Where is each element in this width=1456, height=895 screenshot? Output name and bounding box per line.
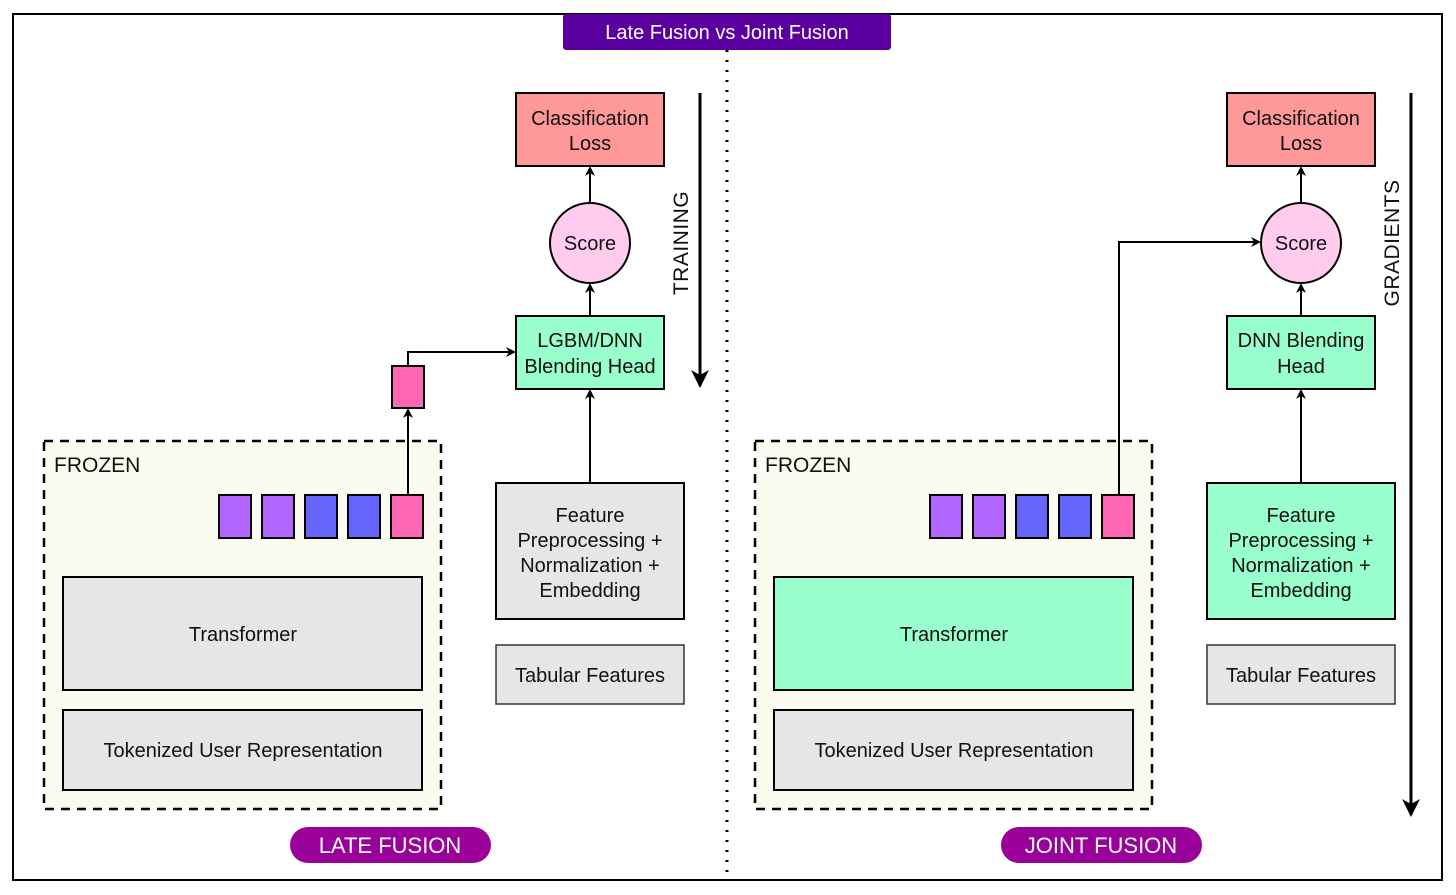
late-tokenized-label: Tokenized User Representation — [103, 740, 382, 762]
late-tabular-features-box: Tabular Features — [495, 644, 685, 705]
token-purple — [218, 494, 252, 539]
late-fusion-panel: Classification Loss Score LGBM/DNN Blend… — [42, 92, 709, 863]
late-fusion-pill: LATE FUSION — [290, 827, 491, 863]
joint-frozen-label: FROZEN — [765, 454, 851, 477]
late-fusion-label: LATE FUSION — [319, 833, 462, 858]
joint-loss-line1: Classification — [1242, 108, 1360, 130]
late-classification-loss-box: Classification Loss — [515, 92, 665, 167]
late-arrow-token-to-head — [407, 347, 516, 366]
late-score-label: Score — [564, 233, 616, 255]
joint-feature-line2: Preprocessing + — [1228, 530, 1373, 552]
joint-feature-line1: Feature — [1267, 505, 1336, 527]
late-frozen-label: FROZEN — [54, 454, 140, 477]
title-text: Late Fusion vs Joint Fusion — [605, 22, 848, 44]
joint-transformer-box: Transformer — [773, 576, 1134, 691]
joint-arrow-token-to-score — [1118, 237, 1261, 494]
joint-token-row — [929, 494, 1135, 539]
joint-head-line2: Head — [1277, 356, 1325, 378]
joint-blending-head-box: DNN Blending Head — [1226, 315, 1376, 390]
late-head-line2: Blending Head — [524, 356, 655, 378]
joint-fusion-pill: JOINT FUSION — [1001, 827, 1202, 863]
joint-fusion-panel: Classification Loss Score DNN Blending H… — [753, 92, 1420, 863]
late-head-line1: LGBM/DNN — [537, 330, 643, 352]
late-loss-line1: Classification — [531, 108, 649, 130]
late-feature-line4: Embedding — [539, 580, 640, 602]
token-purple — [929, 494, 963, 539]
late-feature-line1: Feature — [556, 505, 625, 527]
late-tabular-label: Tabular Features — [515, 665, 665, 687]
joint-feature-line3: Normalization + — [1231, 555, 1371, 577]
token-purple — [972, 494, 1006, 539]
late-transformer-label: Transformer — [189, 624, 298, 646]
diagram-title: Late Fusion vs Joint Fusion — [563, 14, 891, 50]
token-pink — [390, 494, 424, 539]
joint-classification-loss-box: Classification Loss — [1226, 92, 1376, 167]
token-blue — [347, 494, 381, 539]
joint-score-node: Score — [1260, 202, 1342, 284]
late-token-row — [218, 494, 424, 539]
token-blue — [1015, 494, 1049, 539]
joint-feature-preprocessing-box: Feature Preprocessing + Normalization + … — [1206, 482, 1396, 620]
late-transformer-box: Transformer — [62, 576, 423, 691]
joint-tabular-label: Tabular Features — [1226, 665, 1376, 687]
joint-score-label: Score — [1275, 233, 1327, 255]
late-loss-line2: Loss — [569, 133, 611, 155]
gradients-label: GRADIENTS — [1381, 179, 1404, 306]
token-blue — [1058, 494, 1092, 539]
training-label: TRAINING — [670, 191, 693, 295]
joint-transformer-label: Transformer — [900, 624, 1009, 646]
joint-head-line1: DNN Blending — [1238, 330, 1365, 352]
late-extracted-token — [391, 365, 425, 409]
joint-tabular-features-box: Tabular Features — [1206, 644, 1396, 705]
joint-tokenized-user-box: Tokenized User Representation — [773, 709, 1134, 791]
joint-loss-line2: Loss — [1280, 133, 1322, 155]
late-feature-line3: Normalization + — [520, 555, 660, 577]
late-blending-head-box: LGBM/DNN Blending Head — [515, 315, 665, 390]
token-pink — [1101, 494, 1135, 539]
late-score-node: Score — [549, 202, 631, 284]
late-feature-preprocessing-box: Feature Preprocessing + Normalization + … — [495, 482, 685, 620]
joint-tokenized-label: Tokenized User Representation — [814, 740, 1093, 762]
joint-fusion-label: JOINT FUSION — [1025, 833, 1177, 858]
late-feature-line2: Preprocessing + — [517, 530, 662, 552]
token-blue — [304, 494, 338, 539]
joint-feature-line4: Embedding — [1250, 580, 1351, 602]
late-tokenized-user-box: Tokenized User Representation — [62, 709, 423, 791]
token-purple — [261, 494, 295, 539]
